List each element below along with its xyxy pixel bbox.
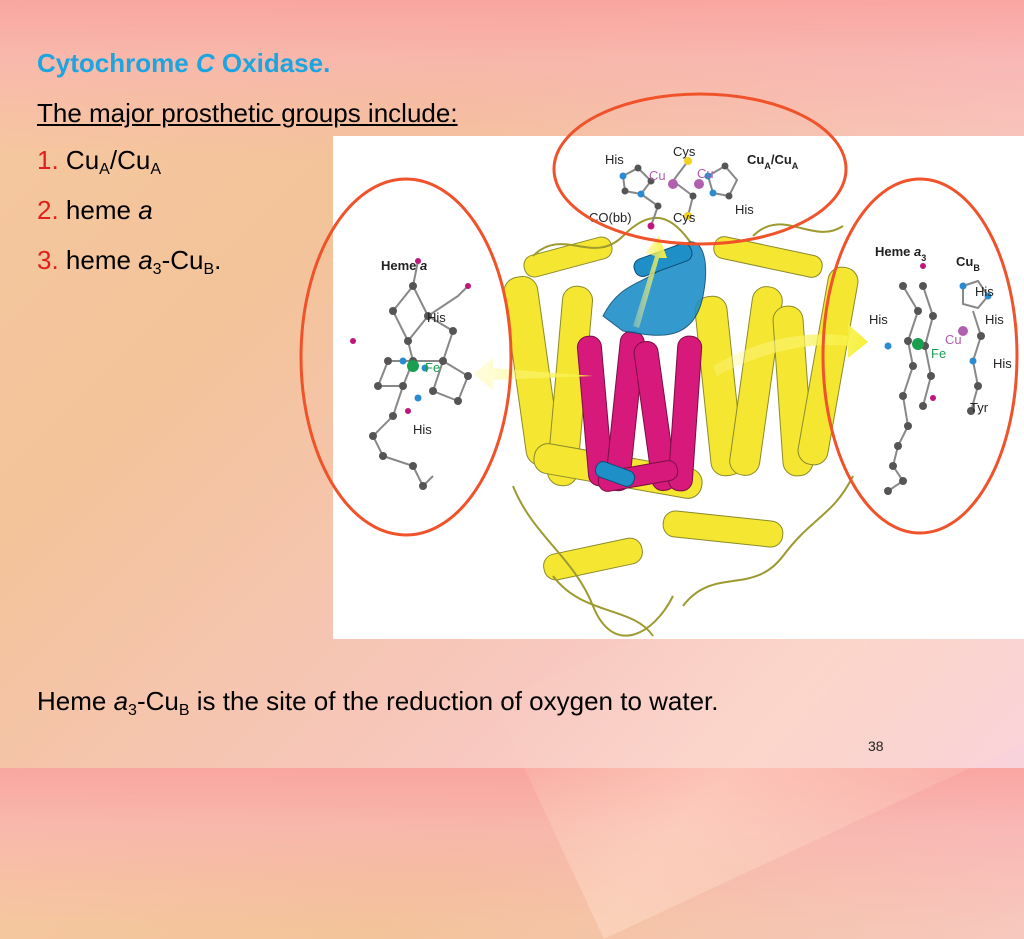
heme-a3-title: Heme a3	[875, 244, 926, 263]
cua-label-his-right: His	[735, 202, 754, 217]
heme-a3-label-tyr: Tyr	[970, 400, 989, 415]
cua-label-cu-2: Cu	[697, 166, 714, 181]
list-item-1: 1. CuA/CuA	[37, 145, 161, 178]
heme-a-label-fe: Fe	[425, 360, 440, 375]
slide-subtitle: The major prosthetic groups include:	[37, 98, 458, 128]
list-item-3: 3. heme a3-CuB.	[37, 245, 222, 278]
cua-title: CuA/CuA	[747, 152, 799, 171]
heme-a-label-his-bottom: His	[413, 422, 432, 437]
heme-a3-label-his-1: His	[975, 284, 994, 299]
heme-a3-label-fe: Fe	[931, 346, 946, 361]
slide-footer-statement: Heme a3-CuB is the site of the reduction…	[37, 686, 719, 719]
heme-a3-label-cu: Cu	[945, 332, 962, 347]
list-item-2: 2. heme a	[37, 195, 153, 225]
page-number: 38	[868, 738, 884, 754]
heme-a3-label-his-2: His	[869, 312, 888, 327]
heme-a3-fe-atom	[912, 338, 924, 350]
cua-label-co-bb: CO(bb)	[589, 210, 632, 225]
heme-a-molecule: Heme a His Fe His	[350, 258, 472, 490]
heme-a3-label-his-3: His	[985, 312, 1004, 327]
protein-structure-illustration: Heme a His Fe His	[350, 144, 1012, 637]
heme-a3-label-his-4: His	[993, 356, 1012, 371]
protein-magenta-core	[576, 330, 703, 492]
protein-blue-domain	[594, 241, 707, 487]
cua-label-cu-1: Cu	[649, 168, 666, 183]
cua-label-cys-bottom: Cys	[673, 210, 696, 225]
cub-title: CuB	[956, 254, 980, 273]
cua-atom-1	[668, 179, 678, 189]
cytochrome-oxidase-figure: Heme a His Fe His	[333, 136, 1024, 639]
cua-label-cys-top: Cys	[673, 144, 696, 159]
cua-label-his-left: His	[605, 152, 624, 167]
heme-a-fe-atom	[407, 360, 419, 372]
heme-a3-cub-molecule: Heme a3 CuB His His H	[869, 244, 1012, 495]
slide-title: Cytochrome C Oxidase.	[37, 48, 331, 78]
cua-molecule: CuA/CuA His Cys Cu Cu Cys His CO(bb)	[589, 144, 799, 230]
heme-a-label-his-top: His	[427, 310, 446, 325]
